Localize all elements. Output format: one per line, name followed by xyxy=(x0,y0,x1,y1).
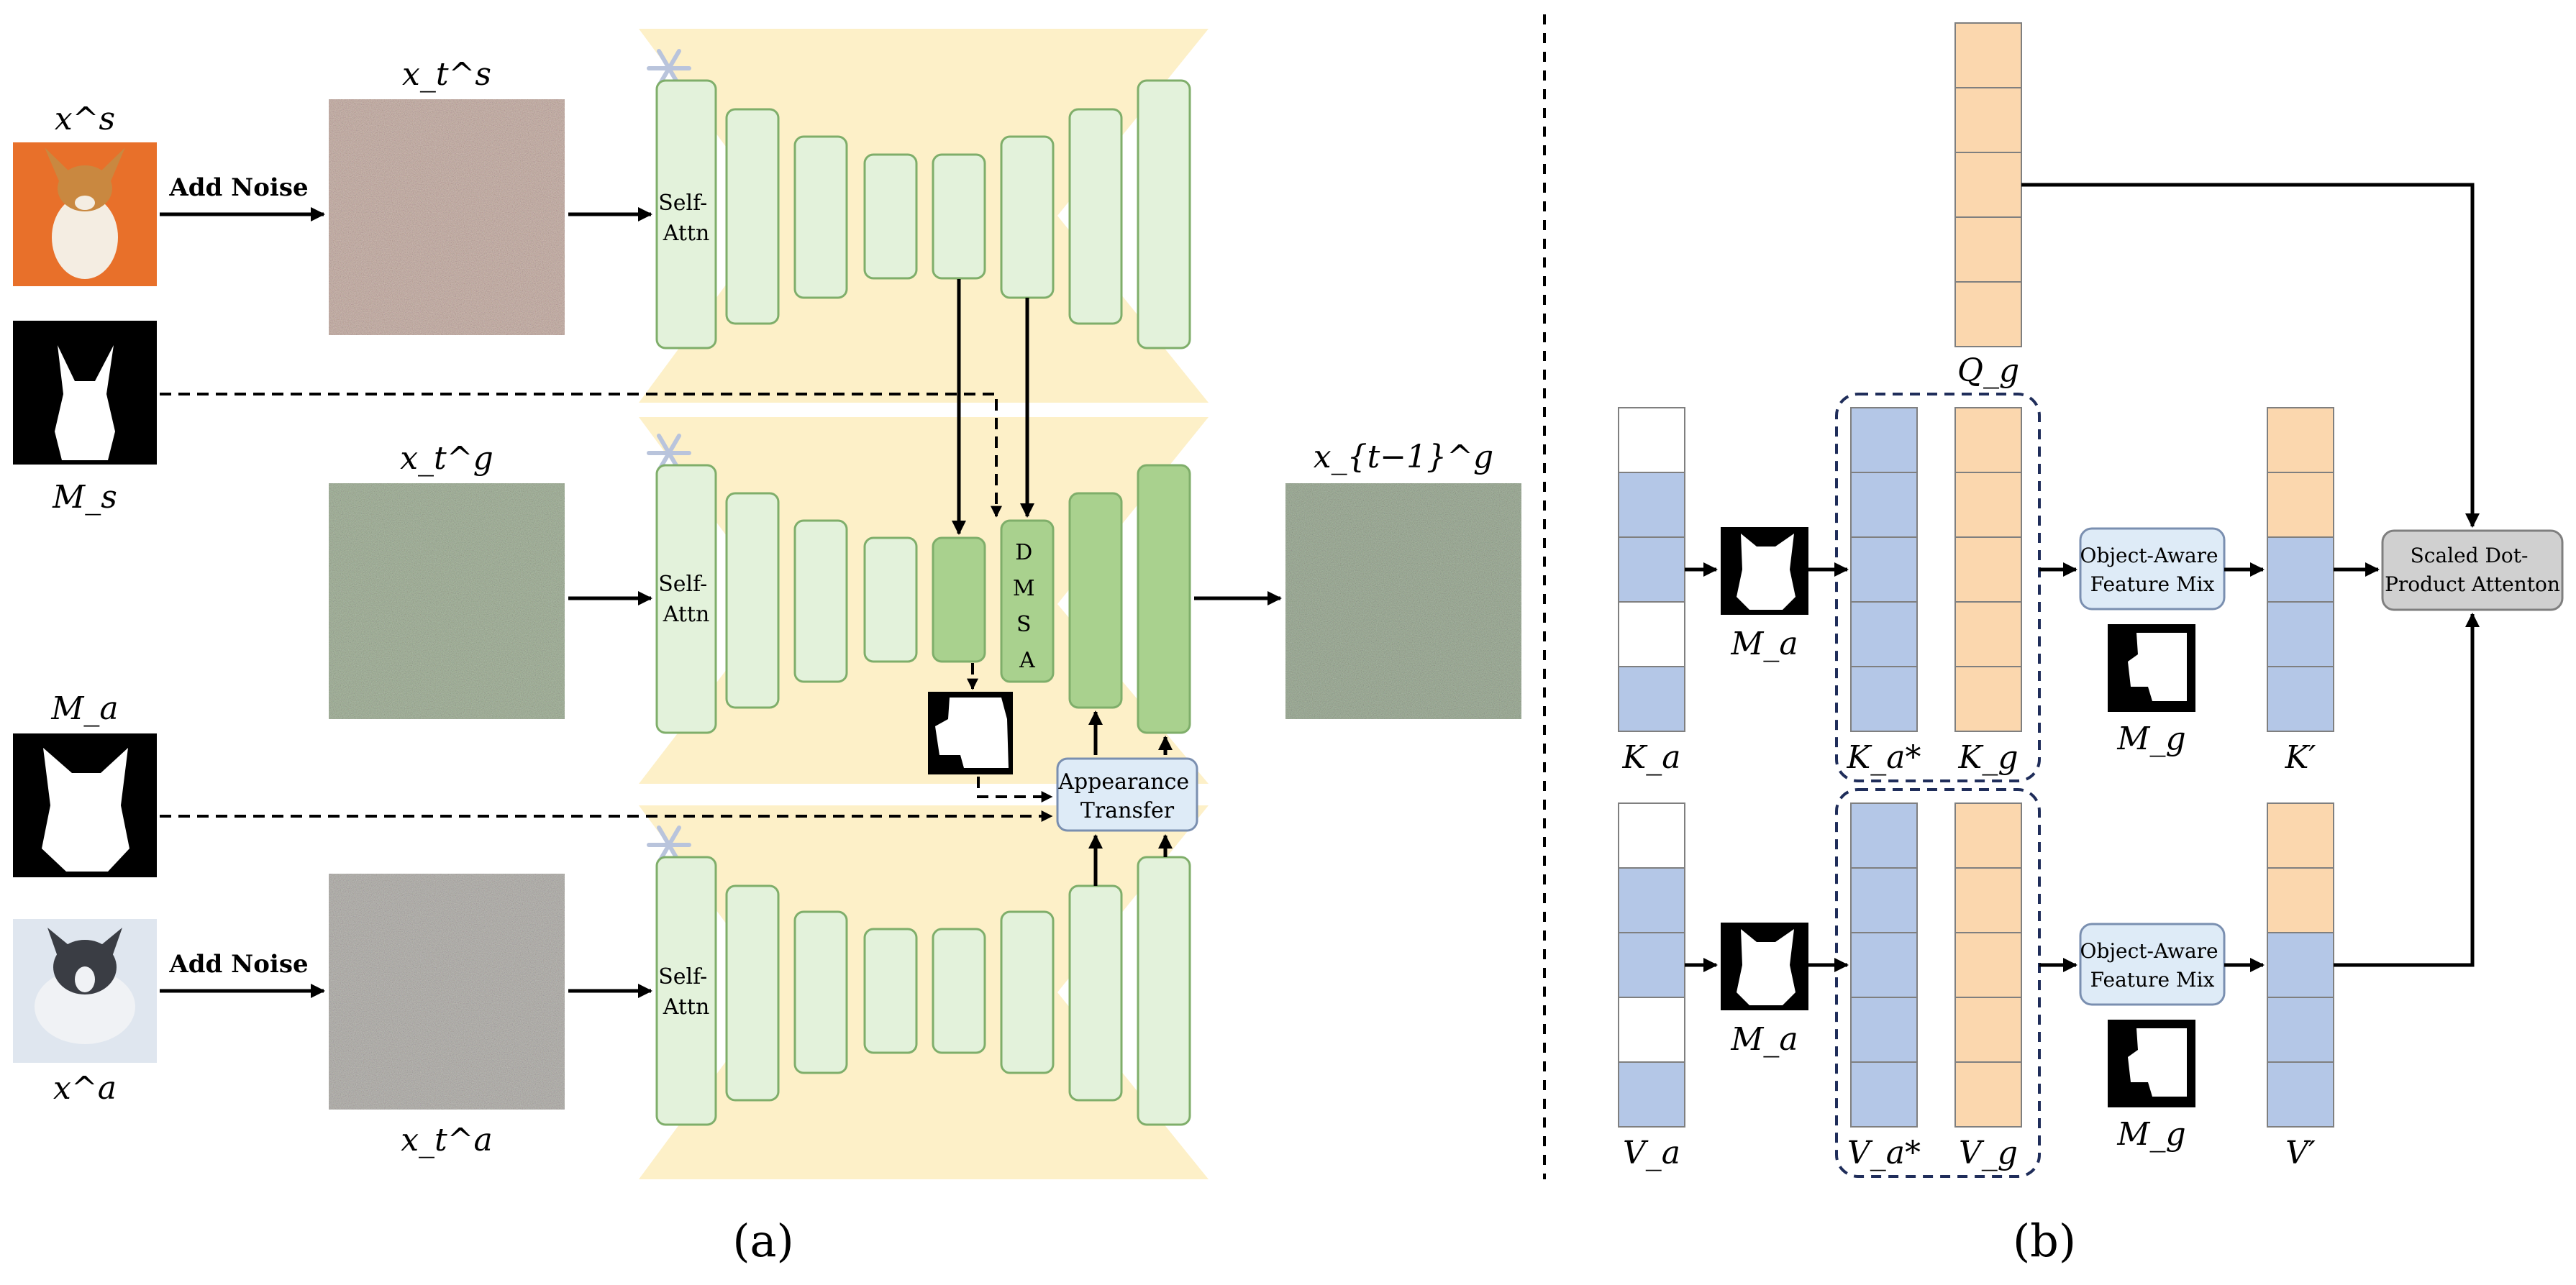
mask-mg-top xyxy=(2108,624,2195,712)
ka-column xyxy=(1618,407,1685,732)
unet-bg-bottom xyxy=(639,805,1209,1179)
label-ms: M_s xyxy=(52,479,117,516)
noisy-image-xtg-prev-overlay xyxy=(1285,483,1521,719)
vg-column xyxy=(1954,802,2022,1128)
noisy-image-xts xyxy=(329,99,565,335)
noisy-image-xts-overlay xyxy=(329,99,565,335)
qg-column xyxy=(1954,22,2022,347)
label-xts: x_t^s xyxy=(402,56,491,93)
appearance-mask-ma xyxy=(13,733,157,877)
ka-star-column xyxy=(1850,407,1918,732)
source-image-corgi xyxy=(13,142,157,286)
vprime-column xyxy=(2267,802,2334,1128)
label-kprime: K′ xyxy=(2285,739,2316,776)
appearance-image-dog xyxy=(13,919,157,1063)
label-ka: K_a xyxy=(1621,739,1680,776)
dmsa-block xyxy=(1000,519,1055,683)
arrows-panel-b xyxy=(1685,183,2480,972)
unet-top-blocks xyxy=(655,79,1191,349)
add-noise-label-top: Add Noise xyxy=(168,173,308,202)
feature-mix-label-bottom: Object-Aware Feature Mix xyxy=(2080,939,2224,992)
label-qg: Q_g xyxy=(1957,352,2019,389)
label-vg: V_g xyxy=(1959,1135,2018,1171)
label-ma-a: M_a xyxy=(50,690,118,727)
caption-a: (a) xyxy=(732,1215,793,1267)
arrows-panel-a xyxy=(160,207,1282,998)
noisy-image-xtg-overlay xyxy=(329,483,565,719)
attention-label: Scaled Dot- Product Attenton xyxy=(2385,544,2560,596)
label-kg: K_g xyxy=(1957,739,2018,776)
label-ma-top: M_a xyxy=(1730,626,1798,662)
dashed-arrows-panel-a xyxy=(160,393,1053,822)
feature-mix-box-bottom xyxy=(2079,923,2226,1006)
label-ma-bottom: M_a xyxy=(1730,1021,1798,1058)
label-xa: x^a xyxy=(53,1070,117,1107)
kprime-column xyxy=(2267,407,2334,732)
appearance-transfer-box xyxy=(1056,757,1198,832)
va-column xyxy=(1618,802,1685,1128)
label-vprime: V′ xyxy=(2285,1135,2316,1171)
small-mask-a xyxy=(928,692,1013,774)
self-attn-top-label: Self- Attn xyxy=(658,191,714,246)
appearance-transfer-label: Appearance Transfer xyxy=(1057,769,1196,823)
group-box-v xyxy=(1835,788,2041,1178)
self-attn-middle-label: Self- Attn xyxy=(658,572,714,627)
label-xta: x_t^a xyxy=(401,1122,493,1158)
mask-ma-bottom xyxy=(1721,923,1808,1010)
label-xs: x^s xyxy=(55,101,115,137)
label-va-star: V_a* xyxy=(1847,1135,1921,1171)
label-mg-bottom: M_g xyxy=(2116,1116,2185,1153)
label-xtg: x_t^g xyxy=(400,440,493,477)
mask-mg-bottom xyxy=(2108,1020,2195,1107)
noisy-image-xta-overlay xyxy=(329,874,565,1110)
label-mg-top: M_g xyxy=(2116,721,2185,757)
label-ka-star: K_a* xyxy=(1846,739,1921,776)
self-attn-bottom-label: Self- Attn xyxy=(658,964,714,1020)
add-noise-label-bottom: Add Noise xyxy=(168,950,308,979)
unet-bg-middle xyxy=(639,417,1209,784)
dmsa-label: D M S A xyxy=(1013,540,1042,673)
feature-mix-box-top xyxy=(2079,527,2226,611)
unet-bottom-blocks xyxy=(655,856,1191,1126)
kg-column xyxy=(1954,407,2022,732)
mask-ma-top xyxy=(1721,527,1808,615)
unet-middle-blocks xyxy=(655,464,1191,734)
feature-mix-label-top: Object-Aware Feature Mix xyxy=(2080,544,2224,596)
label-xtg-prev: x_{t−1}^g xyxy=(1314,439,1493,475)
caption-b: (b) xyxy=(2013,1215,2076,1267)
unet-bg-top xyxy=(639,29,1209,403)
label-va: V_a xyxy=(1623,1135,1680,1171)
va-star-column xyxy=(1850,802,1918,1128)
group-box-k xyxy=(1835,393,2041,782)
source-mask-ms xyxy=(13,321,157,465)
attention-box xyxy=(2381,529,2564,611)
